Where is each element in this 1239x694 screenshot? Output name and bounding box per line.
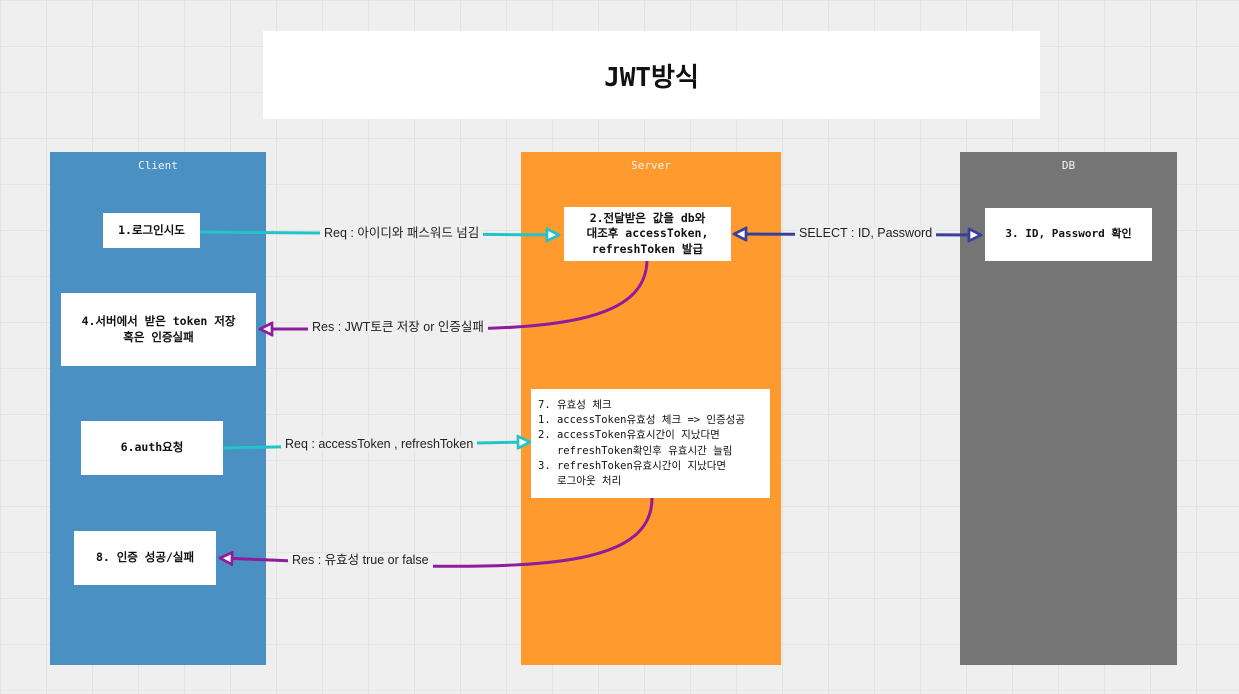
arrow-res-validity (220, 497, 654, 568)
validity-check-line: 1. accessToken유효성 체크 => 인증성공 (538, 414, 746, 427)
label-req-auth: Req : accessToken , refreshToken (281, 437, 478, 452)
client-lane-label: Client (138, 159, 178, 172)
note-validity-check: 7. 유효성 체크 1. accessToken유효성 체크 => 인증성공 2… (531, 389, 770, 498)
note-login-text: 1.로그인시도 (118, 222, 185, 237)
db-lane-label: DB (1061, 159, 1076, 172)
note-server-issue: 2.전달받은 값을 db와 대조후 accessToken, refreshTo… (564, 207, 731, 261)
note-db-check: 3. ID, Password 확인 (985, 208, 1152, 261)
validity-check-line: 3. refreshToken유효시간이 지났다면 (538, 459, 727, 472)
note-auth-result: 8. 인증 성공/실패 (74, 531, 216, 585)
title-box: JWT방식 (263, 31, 1040, 119)
label-res-validity: Res : 유효성 true or false (288, 553, 433, 568)
note-server-issue-text: 2.전달받은 값을 db와 대조후 accessToken, refreshTo… (586, 210, 709, 256)
note-auth-request: 6.auth요청 (81, 421, 223, 475)
note-auth-result-text: 8. 인증 성공/실패 (95, 550, 195, 565)
validity-check-line: 2. accessToken유효시간이 지났다면 (538, 429, 720, 442)
arrow-res-jwt (260, 260, 649, 329)
page-title: JWT방식 (604, 62, 699, 93)
validity-check-line: 7. 유효성 체크 (538, 399, 612, 411)
validity-check-line: 로그아웃 처리 (538, 475, 622, 488)
server-lane-label: Server (631, 159, 671, 172)
label-res-jwt: Res : JWT토큰 저장 or 인증실패 (308, 320, 488, 335)
note-client-store: 4.서버에서 받은 token 저장 혹은 인증실패 (61, 293, 256, 366)
validity-check-line: refreshToken확인후 유효시간 늘림 (538, 444, 733, 457)
note-auth-request-text: 6.auth요청 (120, 440, 184, 455)
note-db-check-text: 3. ID, Password 확인 (1005, 227, 1132, 241)
note-login: 1.로그인시도 (103, 213, 200, 248)
note-client-store-text: 4.서버에서 받은 token 저장 혹은 인증실패 (81, 313, 236, 344)
label-select-db: SELECT : ID, Password (795, 226, 937, 241)
label-req-login: Req : 아이디와 패스워드 넘김 (320, 226, 484, 241)
